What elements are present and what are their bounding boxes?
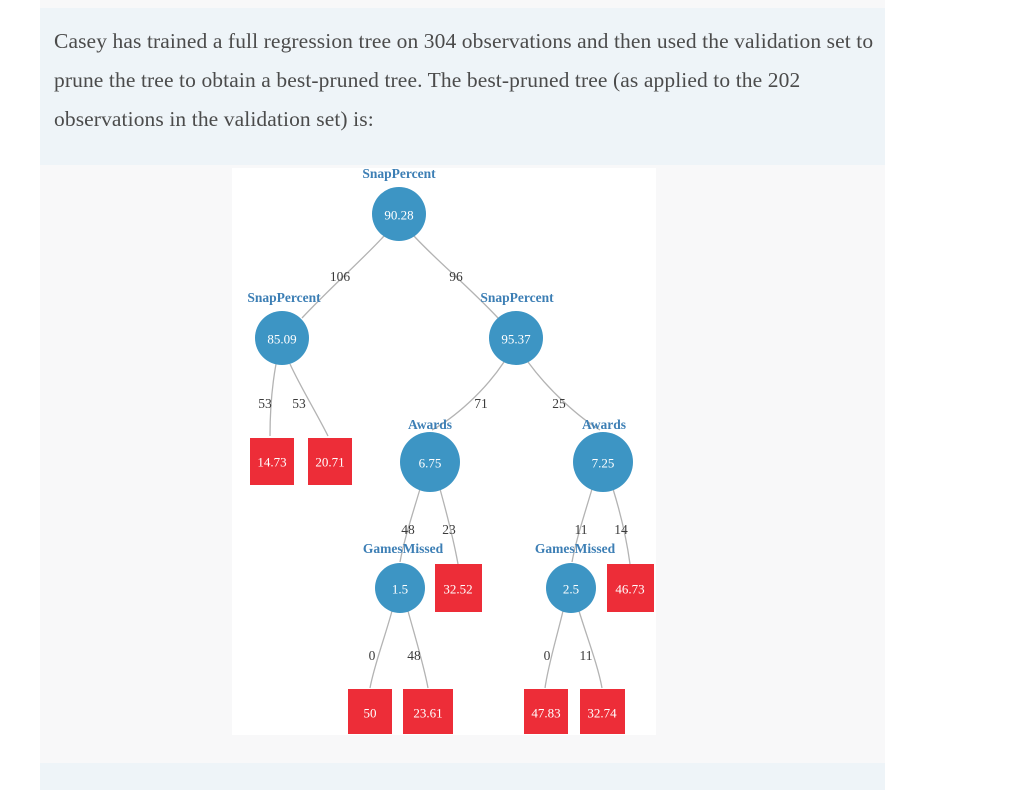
tree-edge	[369, 610, 393, 689]
tree-node-leaf[interactable]: 50	[348, 689, 392, 734]
decision-node-value: 90.28	[384, 208, 413, 223]
tree-edge	[571, 488, 593, 563]
tree-edge	[439, 488, 459, 565]
decision-node-value: 6.75	[419, 456, 442, 471]
split-variable-label: SnapPercent	[247, 290, 321, 305]
tree-edge-labels: 106 96 53 53 71 25 48 23 11 14 0 48 0 11	[258, 269, 628, 663]
leaf-node-value: 14.73	[257, 455, 286, 470]
edge-label: 96	[449, 269, 463, 284]
tree-decision-nodes[interactable]: 90.28 85.09 95.37 6.75 7.25	[255, 187, 633, 613]
tree-edge	[544, 610, 564, 689]
edge-label: 11	[580, 648, 593, 663]
leaf-node-square[interactable]	[348, 689, 392, 734]
regression-tree-panel: 106 96 53 53 71 25 48 23 11 14 0 48 0 11…	[232, 168, 656, 735]
decision-node-circle[interactable]	[375, 563, 425, 613]
tree-edge	[413, 235, 499, 319]
tree-edge	[269, 363, 277, 437]
decision-node-circle[interactable]	[372, 187, 426, 241]
split-variable-label: GamesMissed	[363, 541, 444, 556]
leaf-node-value: 20.71	[315, 455, 344, 470]
edge-label: 53	[292, 396, 306, 411]
leaf-node-square[interactable]	[250, 438, 294, 485]
decision-node-value: 1.5	[392, 582, 408, 597]
tree-edge	[407, 610, 429, 689]
tree-leaf-nodes[interactable]: 14.73 20.71 32.52 46.73 50	[250, 438, 654, 734]
decision-node-circle[interactable]	[400, 432, 460, 492]
edge-label: 11	[575, 522, 588, 537]
tree-node-leaf[interactable]: 32.52	[435, 564, 482, 612]
tree-edge	[612, 488, 631, 565]
leaf-node-square[interactable]	[403, 689, 453, 734]
decision-node-circle[interactable]	[573, 432, 633, 492]
tree-node-leaf[interactable]: 46.73	[607, 564, 654, 612]
tree-node-decision[interactable]: 1.5	[375, 563, 425, 613]
leaf-node-value: 32.52	[443, 582, 472, 597]
decision-node-value: 2.5	[563, 582, 579, 597]
edge-label: 48	[407, 648, 421, 663]
footer-band	[40, 763, 885, 790]
tree-node-decision[interactable]: 7.25	[573, 432, 633, 492]
decision-node-value: 95.37	[501, 332, 531, 347]
tree-node-leaf[interactable]: 32.74	[580, 689, 625, 734]
edge-label: 14	[614, 522, 628, 537]
leaf-node-square[interactable]	[308, 438, 352, 485]
split-variable-label: SnapPercent	[480, 290, 554, 305]
leaf-node-value: 23.61	[413, 706, 442, 721]
edge-label: 0	[369, 648, 376, 663]
tree-node-leaf[interactable]: 47.83	[524, 689, 568, 734]
edge-label: 23	[442, 522, 456, 537]
tree-node-decision[interactable]: 95.37	[489, 311, 543, 365]
leaf-node-square[interactable]	[580, 689, 625, 734]
tree-node-leaf[interactable]: 14.73	[250, 438, 294, 485]
tree-node-decision[interactable]: 85.09	[255, 311, 309, 365]
tree-edge	[289, 363, 329, 437]
decision-node-circle[interactable]	[489, 311, 543, 365]
tree-edge	[301, 235, 385, 319]
tree-edge	[578, 610, 603, 689]
leaf-node-square[interactable]	[524, 689, 568, 734]
tree-edge	[399, 488, 421, 563]
split-variable-label: GamesMissed	[535, 541, 616, 556]
leaf-node-value: 32.74	[587, 706, 617, 721]
question-prompt-text: Casey has trained a full regression tree…	[54, 29, 874, 131]
edge-label: 48	[401, 522, 415, 537]
split-variable-label: Awards	[408, 417, 452, 432]
split-variable-label: Awards	[582, 417, 626, 432]
leaf-node-square[interactable]	[607, 564, 654, 612]
leaf-node-value: 47.83	[531, 706, 560, 721]
tree-node-leaf[interactable]: 20.71	[308, 438, 352, 485]
leaf-node-square[interactable]	[435, 564, 482, 612]
tree-node-decision[interactable]: 6.75	[400, 432, 460, 492]
tree-node-decision[interactable]: 2.5	[546, 563, 596, 613]
tree-edge	[527, 361, 601, 431]
edge-label: 25	[552, 396, 566, 411]
leaf-node-value: 46.73	[615, 582, 644, 597]
edge-label: 0	[544, 648, 551, 663]
tree-edges	[269, 235, 631, 689]
decision-node-circle[interactable]	[255, 311, 309, 365]
leaf-node-value: 50	[364, 706, 377, 721]
edge-label: 106	[330, 269, 351, 284]
decision-node-value: 85.09	[267, 332, 296, 347]
tree-node-leaf[interactable]: 23.61	[403, 689, 453, 734]
tree-node-decision[interactable]: 90.28	[372, 187, 426, 241]
tree-split-labels: SnapPercent SnapPercent SnapPercent Awar…	[247, 168, 626, 556]
decision-node-circle[interactable]	[546, 563, 596, 613]
tree-edge	[431, 361, 505, 431]
edge-label: 71	[474, 396, 488, 411]
edge-label: 53	[258, 396, 272, 411]
decision-node-value: 7.25	[592, 456, 615, 471]
prompt-band	[40, 8, 885, 165]
regression-tree-svg: 106 96 53 53 71 25 48 23 11 14 0 48 0 11…	[247, 168, 654, 734]
split-variable-label: SnapPercent	[362, 168, 436, 181]
